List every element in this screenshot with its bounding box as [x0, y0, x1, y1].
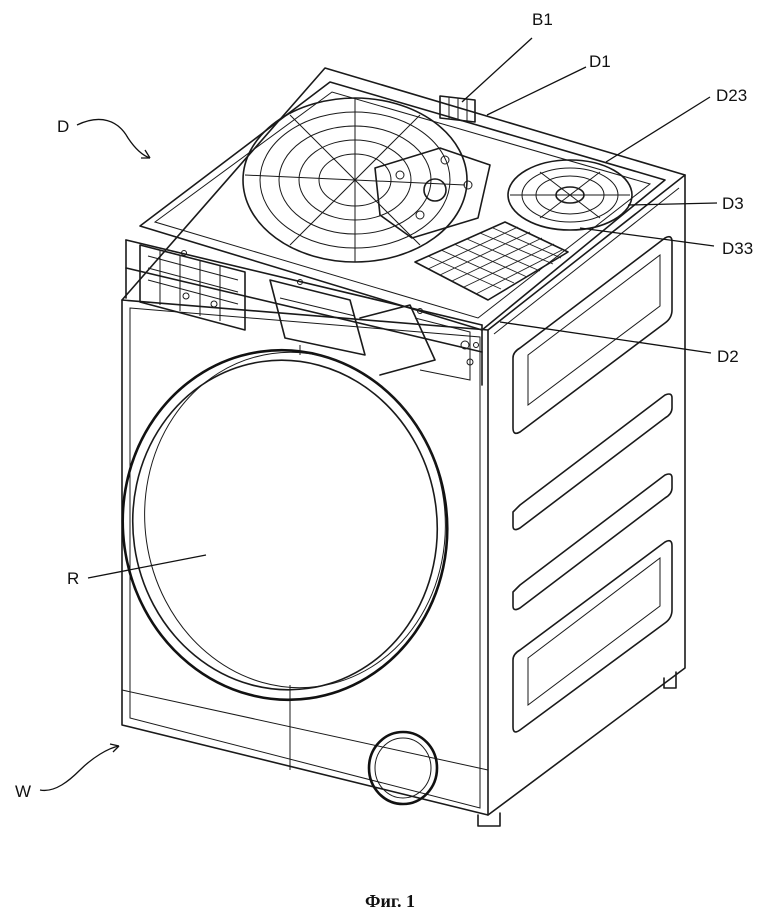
filter-cover	[369, 732, 437, 804]
main-fan	[243, 98, 490, 262]
door	[100, 329, 470, 721]
label-b1: B1	[532, 10, 553, 29]
compressor-fan	[508, 160, 632, 230]
label-d1: D1	[589, 52, 611, 71]
label-r: R	[67, 569, 79, 588]
dryer-module	[126, 82, 665, 385]
heat-exchanger-grid	[415, 222, 568, 300]
label-d2: D2	[717, 347, 739, 366]
side-panels	[513, 237, 672, 732]
terminal-block-b1	[440, 96, 475, 122]
air-duct	[270, 280, 473, 380]
control-block	[140, 245, 245, 330]
label-w: W	[15, 782, 31, 801]
label-d23: D23	[716, 86, 747, 105]
label-d33: D33	[722, 239, 753, 258]
label-d: D	[57, 117, 69, 136]
machine-body	[122, 68, 685, 826]
figure-caption: Фиг. 1	[365, 891, 415, 911]
reference-labels: D B1 D1 D23 D3 D33 D2 R W	[15, 10, 753, 801]
leader-lines	[40, 38, 717, 790]
label-d3: D3	[722, 194, 744, 213]
